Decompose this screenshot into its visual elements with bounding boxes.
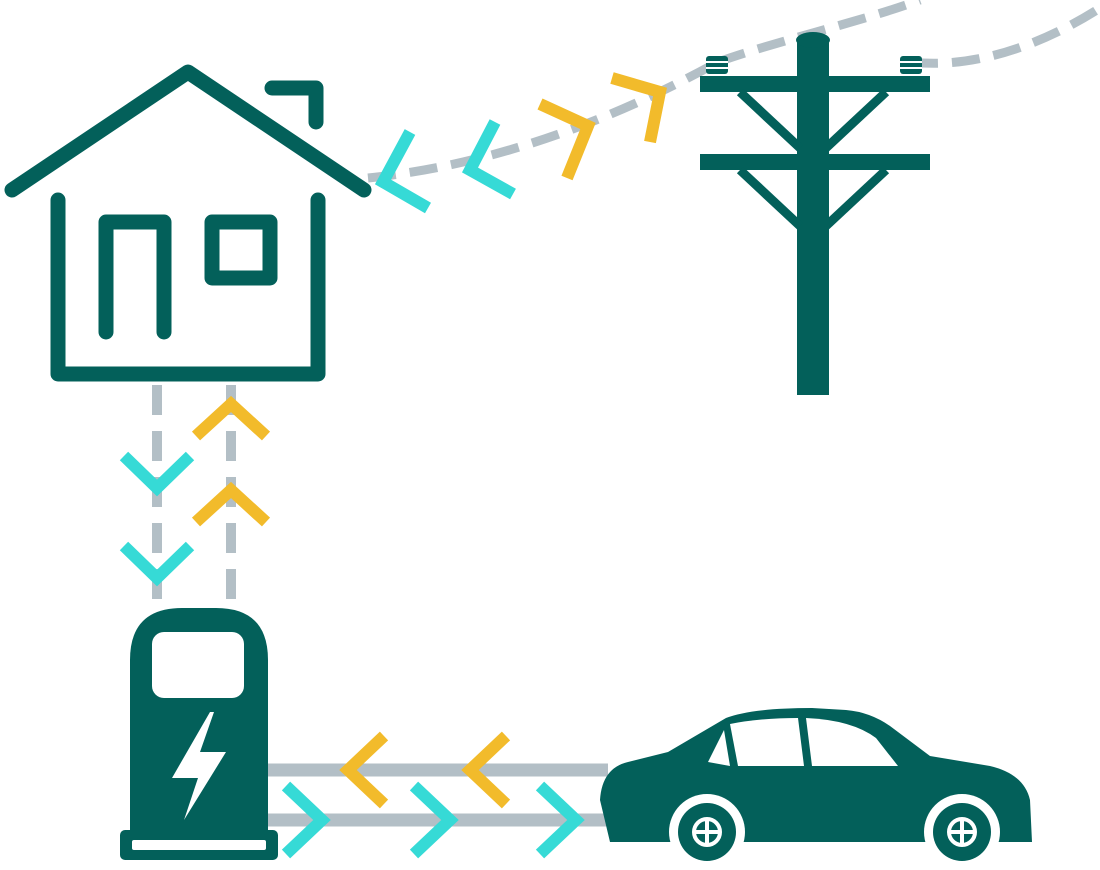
house-icon bbox=[4, 64, 372, 382]
import-chevron bbox=[119, 541, 195, 587]
export-chevron bbox=[610, 72, 667, 144]
flow-pole-to-house bbox=[374, 119, 516, 214]
flow-house-to-charger bbox=[119, 451, 195, 587]
flow-charger-to-car bbox=[281, 781, 585, 859]
export-chevron bbox=[191, 395, 271, 441]
flow-car-to-charger bbox=[339, 731, 511, 809]
flow-charger-to-house bbox=[191, 395, 271, 527]
export-chevron bbox=[461, 731, 511, 809]
import-chevron bbox=[461, 119, 516, 200]
export-chevron bbox=[537, 98, 596, 181]
power-line-from-pole bbox=[367, 0, 1100, 183]
utility-pole-icon bbox=[700, 32, 930, 395]
electric-car-icon bbox=[600, 708, 1032, 870]
flow-house-to-pole bbox=[537, 72, 667, 181]
lightning-bolt-icon bbox=[172, 712, 226, 820]
export-chevron bbox=[191, 481, 271, 527]
export-chevron bbox=[339, 731, 389, 809]
import-chevron bbox=[281, 781, 331, 859]
import-chevron bbox=[119, 451, 195, 497]
import-chevron bbox=[409, 781, 459, 859]
ev-charger-icon bbox=[120, 608, 278, 860]
import-chevron bbox=[374, 129, 432, 214]
import-chevron bbox=[535, 781, 585, 859]
